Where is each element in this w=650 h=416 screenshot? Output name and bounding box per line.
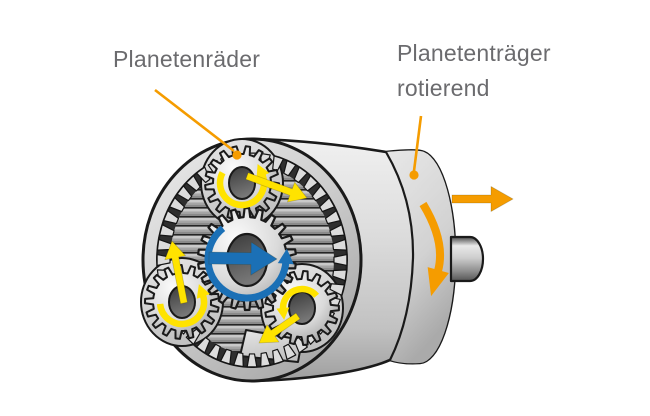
carrier-output-arrow [451,186,514,212]
planet-carrier-label-line1: Planetenträger [397,40,551,66]
planet-travel-arrow-bottom-right [258,312,301,344]
ring-gear-tooth [185,175,201,192]
ring-gear-tooth [283,159,297,177]
sun-rotation-arrow [204,225,290,302]
ring-gear-tooth [329,224,345,237]
output-shaft [449,235,485,283]
ring-gear-tooth [318,197,336,213]
ring-gear-tooth [332,269,348,282]
planet-gears-leader-dot [232,150,242,160]
planet-rotation-arrow-top-head [256,164,270,179]
sun-rotation-arrow-head [277,248,294,265]
ring-gear-tooth [324,210,341,225]
carrier-cap-contour [385,151,415,361]
ring-gear-tooth [293,166,308,184]
planet-rotation-arrow-bottom-right-head [276,307,290,320]
ring-gear-tooth [303,175,319,192]
ring-gear-tooth [233,351,244,368]
ring-gear-tooth [176,185,193,202]
ring-gear-tooth [196,166,211,184]
planet-rotation-arrow-bottom-left [156,293,208,328]
ring-gear-tooth [333,253,348,267]
planet-gears-label: Planetenräder [113,46,261,72]
highlight-glint [339,137,354,143]
planet-carrier-cap [386,150,456,364]
ring-gear-tooth [163,210,180,225]
sun-direction-arrow [208,241,278,276]
ring-gear-tooth [260,351,271,368]
ring-gear-tooth [329,283,345,296]
ring-gear-tooth [220,348,232,365]
ring-gear-tooth [207,343,221,361]
planet-carrier-label-line2: rotierend [397,75,490,101]
planet-gears-leader-line [154,88,235,153]
planet-carrier-label: Planetenträger rotierend [397,36,551,106]
planet-carrier-leader-line [412,115,423,172]
ring-gear-tooth [272,348,284,365]
carrier-rotation-arrow [419,201,445,273]
planet-rotation-arrow-top [216,171,268,209]
planet-gear-bore-top [228,166,256,200]
ring-gear-tooth [246,353,258,368]
planet-rotation-arrow-bottom-right [279,285,320,311]
carrier-rotation-arrow-head [427,267,449,297]
ring-gear-tooth [196,336,211,354]
ring-gear-tooth [168,197,186,213]
highlight-glint-dot [359,142,363,146]
ring-gear-tooth [311,185,328,202]
planet-rotation-arrow-bottom-left-head [196,284,210,299]
planet-travel-arrow-top [245,172,308,203]
planet-travel-arrow-bottom-left [164,240,188,305]
ring-gear-tooth [159,224,175,237]
ring-gear-tooth [332,238,348,251]
ring-gear-tooth [283,343,297,361]
planet-carrier-leader-dot [409,170,419,180]
